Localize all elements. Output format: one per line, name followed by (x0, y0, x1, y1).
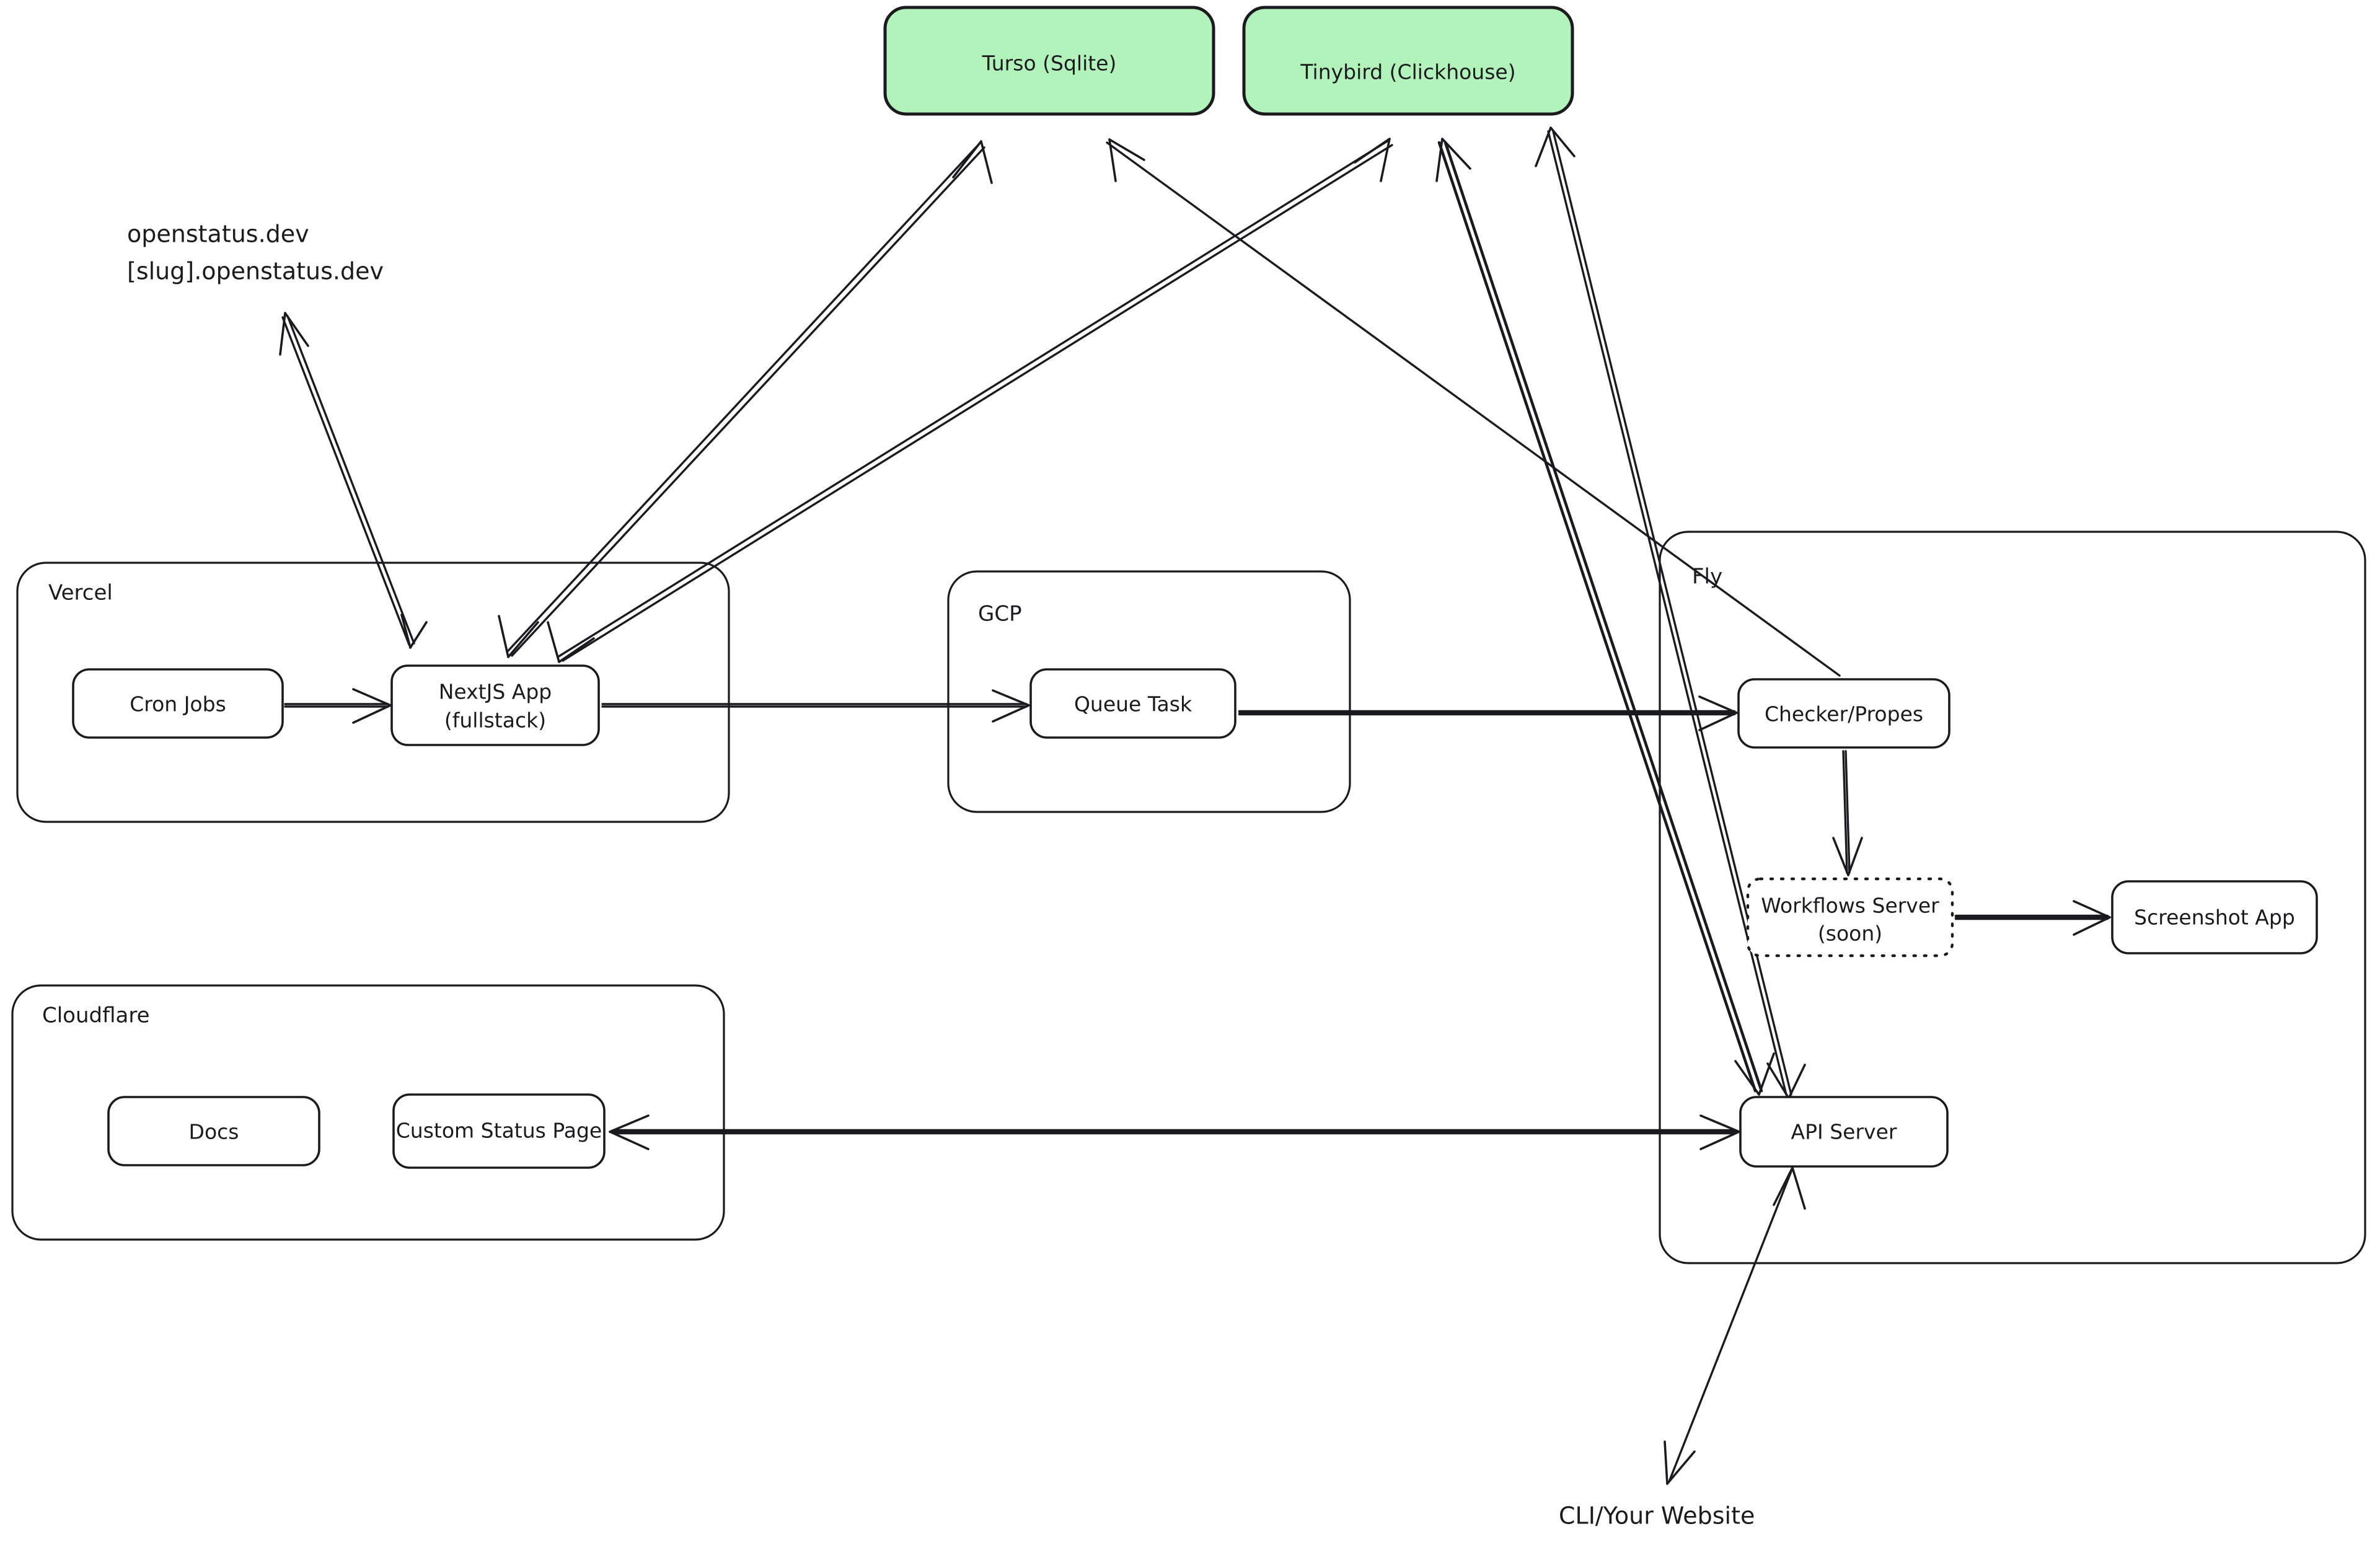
node-api-server-box (1739, 1096, 1949, 1168)
node-queue-task-label: Queue Task (1074, 692, 1192, 716)
group-vercel-frame (16, 562, 730, 823)
node-custom-status-page-label: Custom Status Page (396, 1119, 602, 1143)
node-cron-jobs-label: Cron Jobs (130, 692, 226, 716)
node-screenshot-app-label: Screenshot App (2134, 906, 2295, 930)
node-workflows-server-label-line1: Workflows Server (1761, 894, 1939, 918)
node-workflows-server-label-line2: (soon) (1818, 922, 1882, 946)
node-workflows-server-box (1746, 877, 1954, 958)
node-api-server[interactable]: API Server (1739, 1096, 1949, 1168)
edge-workflows-to-screenshot (1954, 900, 2111, 936)
group-gcp-label: GCP (978, 602, 1022, 627)
node-custom-status-page[interactable]: Custom Status Page (392, 1093, 606, 1169)
node-tinybird-label: Tinybird (Clickhouse) (1300, 60, 1515, 84)
group-fly-label: Fly (1692, 565, 1722, 589)
node-nextjs-app-label-line2: (fullstack) (444, 708, 546, 733)
node-screenshot-app-box (2111, 880, 2318, 954)
node-tinybird-box (1242, 6, 1574, 116)
node-nextjs-app-box (390, 664, 600, 746)
node-queue-task[interactable]: Queue Task (1029, 668, 1236, 739)
group-cloudflare-frame (11, 984, 725, 1241)
label-cli-your-website: CLI/Your Website (1559, 1502, 1755, 1530)
node-custom-status-page-box (392, 1093, 606, 1169)
node-docs-box (107, 1096, 320, 1166)
group-cloudflare-label: Cloudflare (42, 1003, 150, 1028)
node-workflows-server[interactable]: Workflows Server (soon) (1746, 877, 1954, 958)
edge-checker-to-workflows (1832, 750, 1863, 876)
label-openstatus-domain: openstatus.dev (127, 221, 309, 248)
node-checker-probes-box (1737, 678, 1950, 749)
group-vercel[interactable]: Vercel (16, 562, 730, 823)
edge-nextjs-to-tinybird (547, 138, 1393, 663)
node-nextjs-app[interactable]: NextJS App (fullstack) (390, 664, 600, 746)
node-queue-task-box (1029, 668, 1236, 739)
edge-queue-to-checker (1238, 695, 1738, 731)
node-docs[interactable]: Docs (107, 1096, 320, 1166)
edge-checker-to-turso (1106, 138, 1841, 677)
edge-cron-to-nextjs (284, 688, 392, 724)
edge-apiserver-to-statuspage (609, 1114, 1740, 1150)
edge-cli-to-apiserver (1664, 1166, 1806, 1485)
edge-nextjs-to-turso (498, 140, 993, 658)
node-turso[interactable]: Turso (Sqlite) (883, 6, 1215, 116)
label-slug-openstatus-domain: [slug].openstatus.dev (127, 258, 384, 285)
edge-apiserver-to-tinybird (1435, 138, 1775, 1096)
node-tinybird[interactable]: Tinybird (Clickhouse) (1242, 6, 1574, 116)
group-fly[interactable]: Fly (1659, 531, 2366, 1264)
edge-nextjs-to-queue (601, 689, 1030, 723)
group-gcp-frame (947, 570, 1351, 813)
node-cron-jobs-box (72, 668, 284, 739)
node-api-server-label: API Server (1791, 1120, 1897, 1144)
group-fly-frame (1659, 531, 2366, 1264)
node-cron-jobs[interactable]: Cron Jobs (72, 668, 284, 739)
node-docs-label: Docs (189, 1120, 239, 1144)
node-turso-box (883, 6, 1215, 116)
group-vercel-label: Vercel (48, 581, 113, 606)
edge-nextjs-to-domains (279, 312, 428, 649)
node-screenshot-app[interactable]: Screenshot App (2111, 880, 2318, 954)
group-gcp[interactable]: GCP (947, 570, 1351, 813)
node-turso-label: Turso (Sqlite) (982, 51, 1117, 76)
node-checker-probes[interactable]: Checker/Propes (1737, 678, 1950, 749)
node-checker-probes-label: Checker/Propes (1765, 702, 1923, 726)
group-cloudflare[interactable]: Cloudflare (11, 984, 725, 1241)
node-nextjs-app-label-line1: NextJS App (439, 680, 552, 704)
